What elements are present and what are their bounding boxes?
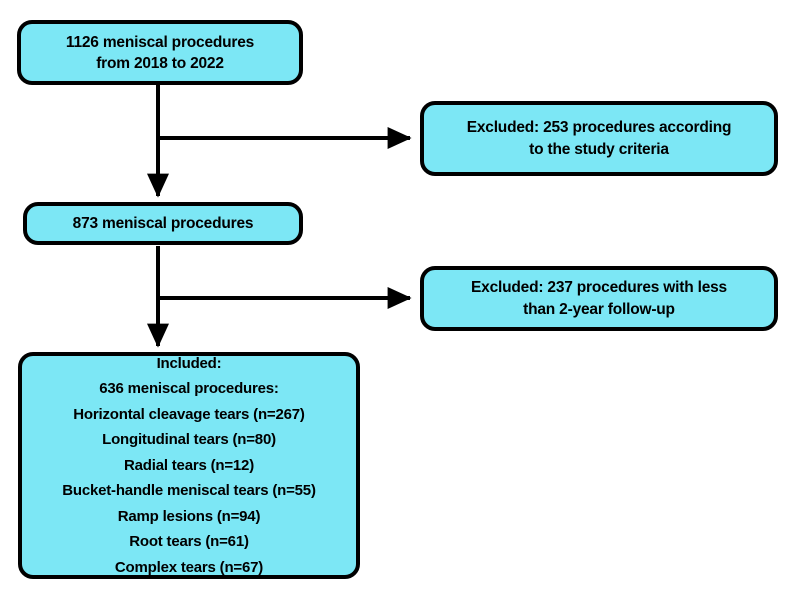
excluded-criteria-line-2: to the study criteria (529, 140, 669, 158)
excluded-criteria-line-1: Excluded: 253 procedures according (466, 118, 732, 136)
excluded-criteria-box: Excluded: 253 procedures according to th… (420, 101, 778, 176)
eligible-procedures-box: 873 meniscal procedures (23, 202, 303, 245)
total-procedures-box: 1126 meniscal procedures from 2018 to 20… (17, 20, 303, 85)
excluded-followup-box: Excluded: 237 procedures with less than … (420, 266, 778, 331)
included-item-bucket-handle-tears: Bucket-handle meniscal tears (n=55) (62, 482, 316, 500)
eligible-procedures-line-1: 873 meniscal procedures (72, 215, 254, 232)
included-total-line: 636 meniscal procedures: (99, 380, 279, 398)
excluded-followup-line-2: than 2-year follow-up (523, 300, 675, 318)
included-item-longitudinal-tears: Longitudinal tears (n=80) (102, 431, 276, 449)
included-item-complex-tears: Complex tears (n=67) (114, 558, 264, 576)
included-item-root-tears: Root tears (n=61) (129, 533, 249, 551)
included-item-horizontal-cleavage-tears: Horizontal cleavage tears (n=267) (73, 405, 305, 423)
included-item-ramp-lesions: Ramp lesions (n=94) (117, 507, 261, 525)
total-procedures-line-2: from 2018 to 2022 (96, 54, 224, 72)
included-procedures-box: Included: 636 meniscal procedures: Horiz… (18, 352, 360, 579)
total-procedures-line-1: 1126 meniscal procedures (65, 33, 255, 51)
excluded-followup-line-1: Excluded: 237 procedures with less (471, 278, 727, 296)
included-heading: Included: (156, 354, 222, 372)
included-item-radial-tears: Radial tears (n=12) (123, 456, 254, 474)
